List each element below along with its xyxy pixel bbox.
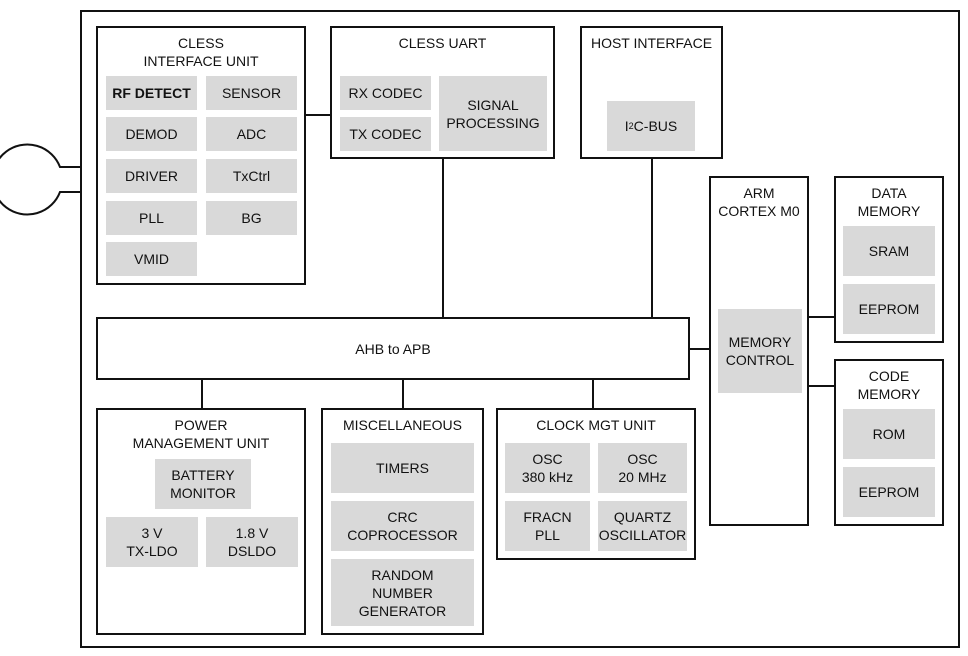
data-eeprom-block: EEPROM <box>843 284 935 334</box>
power-title: POWER MANAGEMENT UNIT <box>132 417 270 451</box>
cless-interface-unit: CLESS INTERFACE UNIT <box>96 26 306 285</box>
connector-arm-to-code-memory <box>807 385 835 387</box>
battery-monitor-block: BATTERY MONITOR <box>155 459 251 509</box>
osc-20mhz-block: OSC 20 MHz <box>598 443 687 493</box>
code-eeprom-block: EEPROM <box>843 467 935 517</box>
quartz-oscillator-block: QUARTZ OSCILLATOR <box>598 501 687 551</box>
connector-cless-to-uart <box>304 114 331 116</box>
rom-block: ROM <box>843 409 935 459</box>
arm-title: ARM CORTEX M0 <box>718 185 800 219</box>
cless-interface-title: CLESS INTERFACE UNIT <box>143 35 259 69</box>
host-interface-title: HOST INTERFACE <box>590 35 713 51</box>
misc-title: MISCELLANEOUS <box>342 417 463 433</box>
chip-boundary <box>80 10 960 648</box>
driver-block: DRIVER <box>106 159 197 193</box>
sram-block: SRAM <box>843 226 935 276</box>
txctrl-block: TxCtrl <box>206 159 297 193</box>
osc-380khz-block: OSC 380 kHz <box>505 443 590 493</box>
demod-block: DEMOD <box>106 117 197 151</box>
connector-bus-to-misc <box>402 379 404 409</box>
memory-control-block: MEMORY CONTROL <box>718 309 802 393</box>
connector-arm-to-data-memory <box>807 316 835 318</box>
dsldo-block: 1.8 V DSLDO <box>206 517 298 567</box>
tx-codec-block: TX CODEC <box>340 117 431 151</box>
cless-uart-title: CLESS UART <box>398 35 487 51</box>
fracn-pll-block: FRACN PLL <box>505 501 590 551</box>
connector-bus-to-clock <box>592 379 594 409</box>
i2c-prefix: I <box>624 118 629 134</box>
connector-bus-to-power <box>201 379 203 409</box>
clock-title: CLOCK MGT UNIT <box>536 417 656 433</box>
timers-block: TIMERS <box>331 443 474 493</box>
code-memory-title: CODE MEMORY <box>857 368 921 402</box>
tx-ldo-block: 3 V TX-LDO <box>106 517 198 567</box>
host-interface: HOST INTERFACE <box>580 26 723 159</box>
random-number-generator-block: RANDOM NUMBER GENERATOR <box>331 559 474 626</box>
vmid-block: VMID <box>106 242 197 276</box>
adc-block: ADC <box>206 117 297 151</box>
data-memory-title: DATA MEMORY <box>857 185 921 219</box>
bg-block: BG <box>206 201 297 235</box>
connector-host-to-bus <box>651 158 653 318</box>
antenna-coil-icon <box>0 143 80 216</box>
sensor-block: SENSOR <box>206 76 297 110</box>
crc-coprocessor-block: CRC COPROCESSOR <box>331 501 474 551</box>
signal-processing-block: SIGNAL PROCESSING <box>439 76 547 151</box>
rx-codec-block: RX CODEC <box>340 76 431 110</box>
connector-uart-to-bus <box>442 158 444 318</box>
pll-block: PLL <box>106 201 197 235</box>
i2c-suffix: C-BUS <box>633 118 678 134</box>
rf-detect-block: RF DETECT <box>106 76 197 110</box>
bus-label: AHB to APB <box>355 340 431 357</box>
ahb-to-apb-bus: AHB to APB <box>96 317 690 380</box>
connector-bus-to-arm <box>689 348 710 350</box>
